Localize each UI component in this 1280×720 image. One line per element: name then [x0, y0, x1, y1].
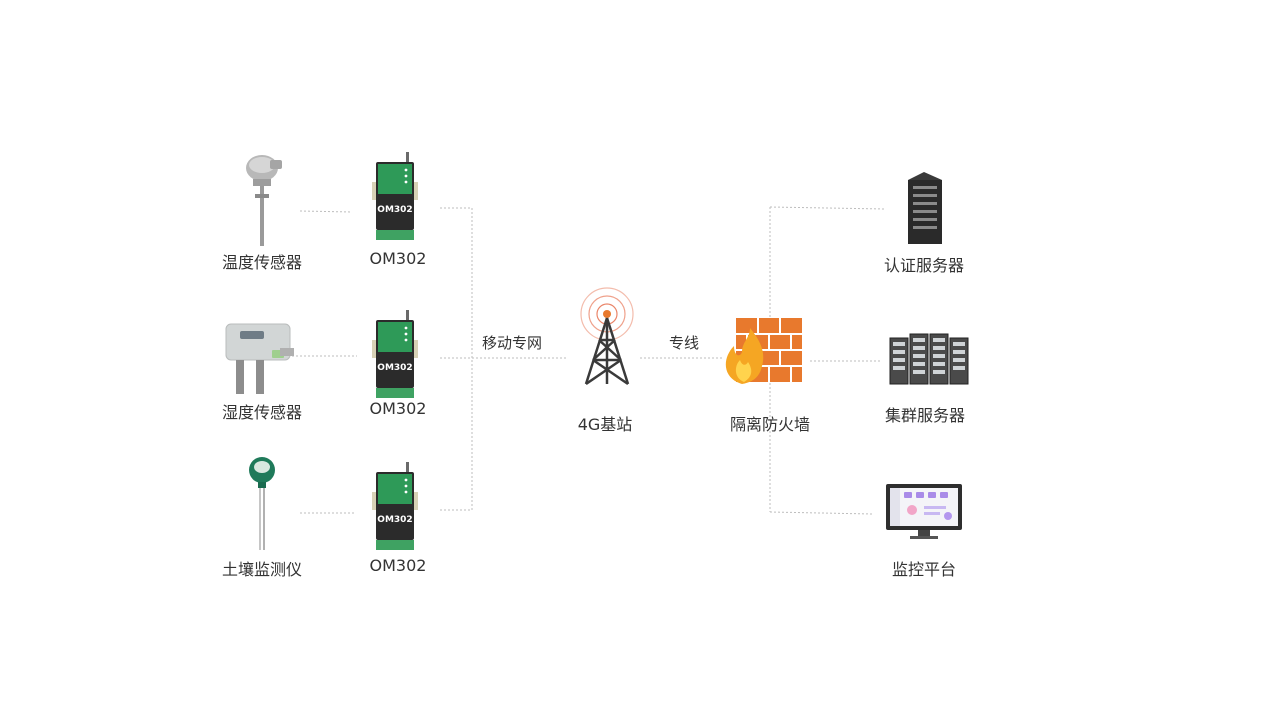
- om302-gateway-icon: OM302: [372, 152, 418, 240]
- base-station-label: 4G基站: [577, 415, 633, 434]
- connector-sensor1-gateway1: [299, 210, 353, 213]
- soil-probe-icon: [249, 457, 275, 550]
- svg-text:OM302: OM302: [377, 363, 412, 373]
- humidity-sensor-icon: [225, 323, 294, 394]
- server-cluster-icon: [889, 333, 969, 385]
- om302-gateway-icon: OM302: [372, 310, 418, 398]
- gateway-label: OM302: [369, 249, 427, 268]
- firewall-label: 隔离防火墙: [729, 415, 811, 434]
- server-label: 集群服务器: [884, 406, 966, 425]
- server-tower-icon: [908, 172, 942, 244]
- sensor-label: 湿度传感器: [221, 403, 303, 422]
- temperature-probe-icon: [246, 155, 282, 246]
- edge-label-mobile-network: 移动专网: [481, 334, 543, 352]
- sensor-label: 土壤监测仪: [221, 560, 303, 579]
- connector-bus-auth-server: [769, 206, 886, 210]
- svg-text:OM302: OM302: [377, 515, 412, 525]
- server-label: 认证服务器: [883, 256, 965, 275]
- monitor-icon: [886, 484, 962, 539]
- gateway-label: OM302: [369, 556, 427, 575]
- server-label: 监控平台: [891, 560, 957, 579]
- om302-gateway-icon: OM302: [372, 462, 418, 550]
- sensor-label: 温度传感器: [221, 253, 303, 272]
- edge-label-dedicated-line: 专线: [668, 334, 700, 352]
- svg-text:OM302: OM302: [377, 205, 412, 215]
- cell-tower-icon: [580, 287, 634, 386]
- gateway-label: OM302: [369, 399, 427, 418]
- firewall-icon: [725, 318, 802, 384]
- connector-bus-monitor: [769, 511, 873, 515]
